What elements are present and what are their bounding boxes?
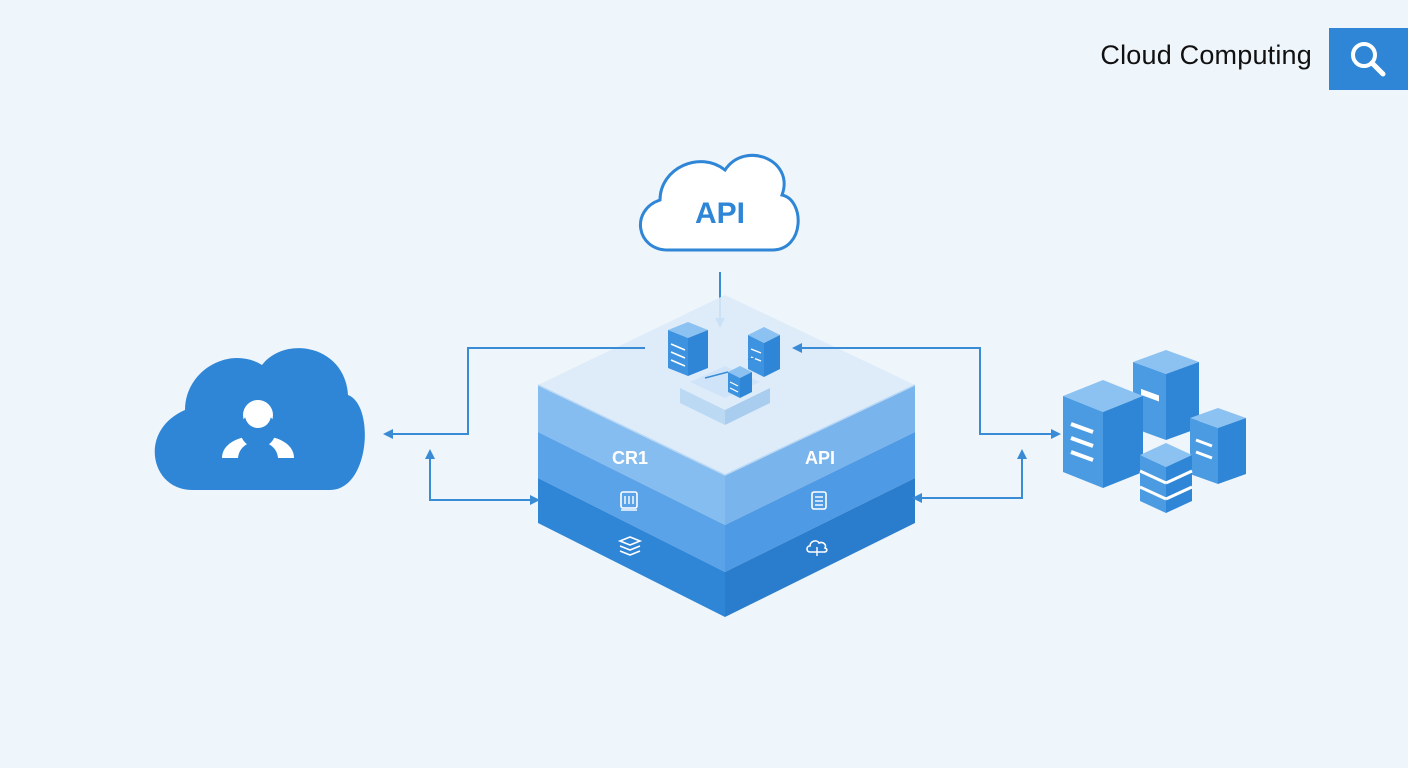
platform-layer-2-left (538, 432, 725, 572)
arrow-left-upper (383, 347, 645, 439)
search-label: Cloud Computing (1100, 40, 1312, 70)
search-button[interactable] (1329, 28, 1408, 90)
platform-block: CR1 API (537, 295, 916, 617)
mini-server-1 (668, 322, 708, 376)
platform-layer-2-right (725, 432, 915, 572)
platform-layer-3-right (725, 478, 915, 617)
mini-server-2 (748, 327, 780, 377)
user-cloud-icon (154, 348, 365, 490)
arrow-right-upper-b (915, 347, 1061, 439)
search-icon (1351, 42, 1386, 77)
api-cloud: API (638, 153, 800, 252)
mini-server-3 (728, 366, 752, 398)
arrow-right-lower-a (970, 449, 1027, 499)
platform-right-label: API (805, 448, 835, 468)
platform-left-label: CR1 (612, 448, 648, 468)
document-stack-icon (811, 491, 827, 510)
database-icon (617, 536, 643, 556)
arrow-left-lower-a (425, 449, 480, 501)
server-stack-icon (1063, 350, 1246, 513)
cloud-upload-icon (806, 540, 828, 556)
server-rack-icon (620, 491, 638, 511)
platform-top-cubes (668, 322, 780, 425)
platform-layer-1-left (538, 385, 725, 525)
platform-layer-1-right (725, 385, 915, 525)
platform-layer-3-left (538, 478, 725, 617)
api-cloud-label: API (695, 197, 745, 230)
